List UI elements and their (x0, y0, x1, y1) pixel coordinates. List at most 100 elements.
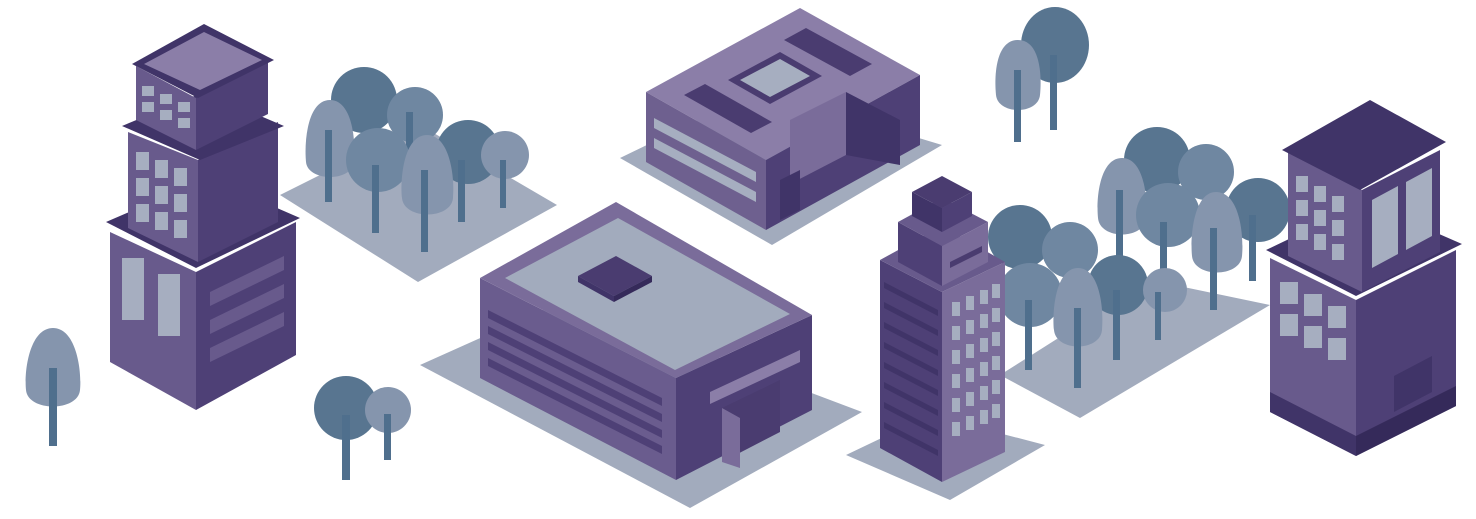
tree-crown (1143, 268, 1187, 312)
left-tower-vent (210, 256, 284, 306)
tree-trunk (1074, 308, 1081, 388)
left-tower-vent (210, 312, 284, 362)
skyscraper-window (992, 380, 1000, 394)
left-tower-window (142, 86, 154, 96)
warehouse-roof-unit-top (578, 256, 652, 296)
skyscraper-cap-left-wall (912, 192, 942, 232)
tree-trunk (406, 112, 413, 172)
left-tower-window (136, 204, 149, 222)
right-tower-window (1314, 234, 1326, 250)
right-tower-window (1332, 244, 1344, 260)
tree-trunk (49, 368, 57, 446)
right-tower-window (1304, 294, 1322, 316)
top-office-roof-vent-1 (684, 84, 772, 133)
building-center-skyscraper (880, 176, 1005, 482)
skyscraper-window (966, 320, 974, 334)
tree-trunk (1160, 222, 1167, 284)
skyscraper-cap-right-wall (942, 192, 972, 232)
skyscraper-window (980, 290, 988, 304)
skyscraper-window (992, 284, 1000, 298)
left-tower-window (136, 178, 149, 196)
tree-trunk (421, 170, 428, 252)
tree-trunk (1116, 190, 1123, 260)
right-tower-roof (1282, 100, 1446, 190)
tree-trunk (1113, 290, 1120, 360)
skyscraper-window (952, 302, 960, 316)
left-tower-window (142, 102, 154, 112)
skyscraper-stripe (884, 362, 938, 396)
tree-trunk (500, 160, 506, 208)
top-office-left-wall (646, 92, 766, 230)
tree-crown (346, 128, 410, 192)
left-tower-mid-right-wall (198, 122, 278, 262)
tree-crown (998, 263, 1062, 327)
top-office-door (780, 170, 800, 220)
skyscraper-left-stripes (884, 282, 938, 456)
left-tower-window-grid (136, 152, 187, 238)
right-tower-upper-windows (1296, 176, 1344, 260)
building-top-office (646, 8, 920, 230)
building-right-tower (1266, 100, 1462, 456)
top-office-window-band (654, 118, 756, 182)
tree-crown (1088, 255, 1148, 315)
right-tower-window (1280, 282, 1298, 304)
building-center-warehouse (480, 202, 812, 480)
skyscraper-window (980, 362, 988, 376)
tree-trunk (384, 414, 391, 460)
top-office-window-band (654, 138, 756, 202)
skyscraper-window (952, 326, 960, 340)
right-tower-window (1314, 186, 1326, 202)
left-tower-window (155, 186, 168, 204)
skyscraper-upper-window-band (950, 246, 982, 268)
skyscraper-window (992, 332, 1000, 346)
skyscraper-window (952, 398, 960, 412)
right-tower-large-window (1372, 186, 1398, 268)
tree-trunk (325, 130, 332, 202)
tree-crown (387, 87, 443, 143)
skyscraper-upper-left-wall (898, 222, 942, 286)
tree-crown (1178, 144, 1234, 200)
skyscraper-window (966, 416, 974, 430)
tree-crown (1136, 183, 1200, 247)
skyscraper-window (966, 296, 974, 310)
skyscraper-stripe (884, 302, 938, 336)
right-tower-window (1332, 220, 1344, 236)
skyscraper-stripe (884, 342, 938, 376)
skyscraper-stripe (884, 382, 938, 416)
tree-crown (25, 328, 81, 407)
right-tower-window (1328, 338, 1346, 360)
warehouse-stripe (488, 358, 662, 454)
left-tower-window (160, 94, 172, 104)
left-tower-window (155, 212, 168, 230)
skyscraper-window (966, 392, 974, 406)
warehouse-stripe (488, 326, 662, 422)
tree-trunk (1014, 70, 1021, 142)
left-tower-top-right-wall (196, 62, 268, 150)
right-tower-window (1314, 210, 1326, 226)
right-tower-window (1296, 200, 1308, 216)
tree-crown (1226, 178, 1290, 242)
right-tower-window (1332, 196, 1344, 212)
left-tower-window (158, 274, 180, 336)
skyscraper-window (952, 374, 960, 388)
skyscraper-window (952, 350, 960, 364)
tree-trunk (458, 160, 465, 222)
warehouse-stripes (488, 310, 662, 454)
right-tower-window (1296, 224, 1308, 240)
left-tower-window (174, 194, 187, 212)
left-tower-window (174, 168, 187, 186)
ground-right-grove (1000, 280, 1270, 418)
tree-group-small-pair (314, 376, 411, 480)
skyscraper-window (966, 368, 974, 382)
top-office-wing-wall (846, 92, 900, 165)
skyscraper-window (980, 338, 988, 352)
top-office-skylight-glass (740, 59, 810, 97)
left-tower-window (178, 118, 190, 128)
top-office-wing (790, 92, 846, 184)
skyscraper-window (980, 314, 988, 328)
building-left-tower (106, 24, 300, 410)
skyscraper-window (980, 386, 988, 400)
skyscraper-cap-roof (912, 176, 972, 208)
warehouse-stripe (488, 310, 662, 406)
